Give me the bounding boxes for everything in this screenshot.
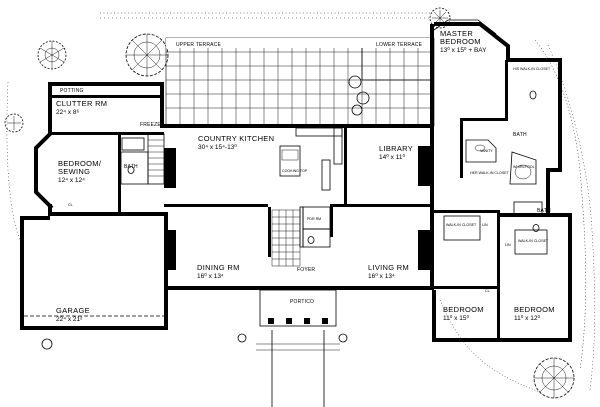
- potting-label: POTTING: [60, 88, 84, 94]
- linen-2-label: LIN: [505, 243, 511, 247]
- side-closet-label: CL: [68, 203, 73, 207]
- his-walk-in-label: HIS WALK-IN CLOSET: [513, 67, 551, 71]
- library-label: LIBRARY: [379, 144, 413, 153]
- living-rm-label: LIVING RM: [368, 263, 409, 272]
- master-bath-label: BATH: [513, 132, 527, 138]
- master-bedroom-dim: 13⁰ x 15⁰ + BAY: [440, 46, 487, 54]
- country-kitchen-label: COUNTRY KITCHEN: [198, 134, 274, 143]
- walk-in-closet-2-label: WALK-IN CLOSET: [518, 239, 549, 243]
- master-bedroom-label: MASTER: [440, 29, 473, 38]
- vanity: [465, 139, 497, 163]
- portico-label: PORTICO: [290, 299, 314, 305]
- shrub-top-left: [37, 40, 67, 70]
- walk-in-closet-1-label: WALK-IN CLOSET: [446, 223, 477, 227]
- vanity-label: VANITY: [480, 149, 493, 153]
- her-walk-in-label: HER WALK-IN CLOSET: [470, 171, 510, 175]
- room-labels: MASTER BEDROOM 13⁰ x 15⁰ + BAY POTTING C…: [56, 29, 555, 323]
- exterior-walls: [20, 19, 572, 342]
- garage-label: GARAGE: [56, 306, 90, 315]
- kitchen-island: [279, 145, 301, 177]
- library-dim: 14⁰ x 11⁰: [379, 153, 405, 161]
- planter-2: [356, 91, 370, 105]
- shrub-portico-left: [237, 333, 247, 343]
- shrub-garage: [41, 338, 53, 350]
- pdr-rm-label: PDR RM: [307, 217, 321, 221]
- shrub-portico-right: [338, 333, 348, 343]
- clutter-rm-label: CLUTTER RM: [56, 99, 107, 108]
- fireplace-library: [418, 146, 430, 186]
- bedroom-1-dim: 11⁰ x 15⁰: [443, 314, 469, 322]
- dining-rm-dim: 16⁰ x 13⁴: [197, 272, 224, 280]
- cooking-top-label: COOKING TOP: [282, 169, 308, 173]
- fixtures: [121, 90, 543, 267]
- bedroom-1-label: BEDROOM: [443, 305, 484, 314]
- shrub-top-right: [429, 7, 451, 29]
- shrub-left: [4, 113, 24, 133]
- shrub-bottom-right: [533, 357, 575, 399]
- dining-rm-label: DINING RM: [197, 263, 240, 272]
- bedroom-2-label: BEDROOM: [514, 305, 555, 314]
- planter-3: [351, 104, 363, 116]
- fireplace-kitchen: [164, 148, 176, 188]
- bedroom-sewing-dim: 12⁴ x 12⁴: [58, 177, 85, 184]
- interior-walls: [52, 60, 548, 340]
- planter-1: [348, 75, 362, 89]
- fireplace-dining: [164, 230, 176, 270]
- bedroom-closet-label: CL: [485, 289, 490, 293]
- whirlpool-tub: [509, 151, 537, 185]
- garage-dim: 22⁴ x 21²: [56, 316, 83, 323]
- master-bedroom-label-2: BEDROOM: [440, 37, 481, 46]
- tree-top-center: [125, 33, 169, 77]
- landscaping: [4, 7, 596, 399]
- bedroom-sewing-label-2: SEWING: [58, 167, 90, 176]
- portico: [256, 289, 340, 407]
- upper-terrace-label: UPPER TERRACE: [176, 42, 221, 48]
- rear-bath-label: BATH: [537, 208, 551, 214]
- side-bath-label: BATH: [124, 164, 138, 170]
- country-kitchen-dim: 30⁴ x 15⁴-13⁰: [198, 143, 237, 151]
- lower-terrace-label: LOWER TERRACE: [376, 42, 423, 48]
- whirlpool-label: WHIRLPOOL: [513, 165, 535, 169]
- living-rm-dim: 16⁰ x 13⁴: [368, 272, 395, 280]
- bedroom-sewing-label: BEDROOM/: [58, 159, 102, 168]
- bedroom-2-dim: 11⁰ x 12⁰: [514, 314, 540, 322]
- fireplace-living: [418, 230, 430, 270]
- linen-1-label: LIN: [482, 223, 488, 227]
- clutter-rm-dim: 22⁴ x 8⁶: [56, 109, 79, 116]
- freezer-label: FREEZER: [140, 122, 165, 128]
- terrace: UPPER TERRACE LOWER TERRACE: [165, 37, 435, 127]
- foyer-label: FOYER: [297, 267, 315, 273]
